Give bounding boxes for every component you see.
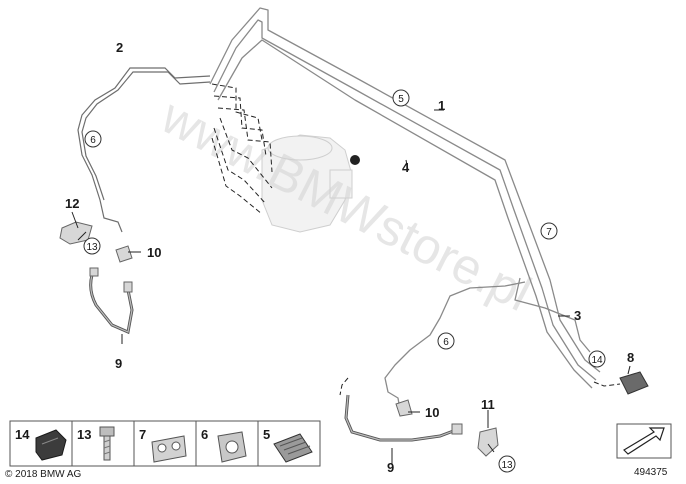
legend-label-7: 7: [139, 427, 146, 442]
callout-13-upper-circled: 13: [83, 237, 101, 255]
callout-13-lower-text: 13: [501, 460, 513, 471]
leader-lines: [77, 109, 631, 464]
callout-12: 12: [65, 196, 79, 211]
callout-5-circled: 5: [392, 89, 410, 107]
callout-6-lower-text: 6: [443, 337, 449, 348]
callout-6-upper-text: 6: [90, 135, 96, 146]
bolt-icon: [99, 426, 115, 461]
callout-3: 3: [574, 308, 581, 323]
callout-8: 8: [627, 350, 634, 365]
callout-4: 4: [402, 160, 410, 175]
abs-unit-ghost: [261, 134, 360, 233]
callout-14-text: 14: [591, 355, 603, 366]
pipe-clip-icon: [217, 431, 247, 463]
callout-13-upper-text: 13: [86, 242, 98, 253]
connection-dashes: [211, 83, 273, 215]
legend-label-13: 13: [77, 427, 91, 442]
rear-pipe: [384, 277, 591, 411]
callout-9-front: 9: [115, 356, 122, 371]
front-left-pipe: [77, 67, 211, 233]
callout-14-circled: 14: [588, 350, 606, 368]
legend-label-6: 6: [201, 427, 208, 442]
holder-clip-icon: [35, 429, 67, 461]
direction-arrow-icon: [623, 427, 665, 455]
sensor-8: [593, 371, 649, 395]
multi-pipe-clip-icon: [273, 433, 313, 463]
callout-7-text: 7: [546, 227, 552, 238]
direction-indicator: [616, 423, 672, 459]
callout-1: 1: [438, 98, 445, 113]
callout-6-upper-circled: 6: [84, 130, 102, 148]
legend-label-14: 14: [15, 427, 30, 442]
clip-10-upper: [115, 245, 133, 263]
front-brake-hose: [89, 267, 134, 335]
callout-10-upper: 10: [147, 245, 161, 260]
callout-2: 2: [116, 40, 123, 55]
callout-9-rear: 9: [387, 460, 394, 475]
main-brake-pipes: [209, 7, 601, 389]
callout-10-lower: 10: [425, 405, 439, 420]
callout-11: 11: [481, 397, 495, 412]
parts-legend: 14 13 7 6 5: [9, 420, 321, 467]
callout-7-circled: 7: [540, 222, 558, 240]
rear-brake-hose: [339, 377, 463, 442]
callout-5-text: 5: [398, 94, 404, 105]
bracket-11: [477, 427, 499, 457]
legend-label-5: 5: [263, 427, 270, 442]
double-pipe-clip-icon: [151, 435, 187, 463]
copyright-text: © 2018 BMW AG: [5, 469, 82, 480]
callout-6-lower-circled: 6: [437, 332, 455, 350]
diagram-number: 494375: [634, 467, 668, 478]
callout-13-lower-circled: 13: [498, 455, 516, 473]
